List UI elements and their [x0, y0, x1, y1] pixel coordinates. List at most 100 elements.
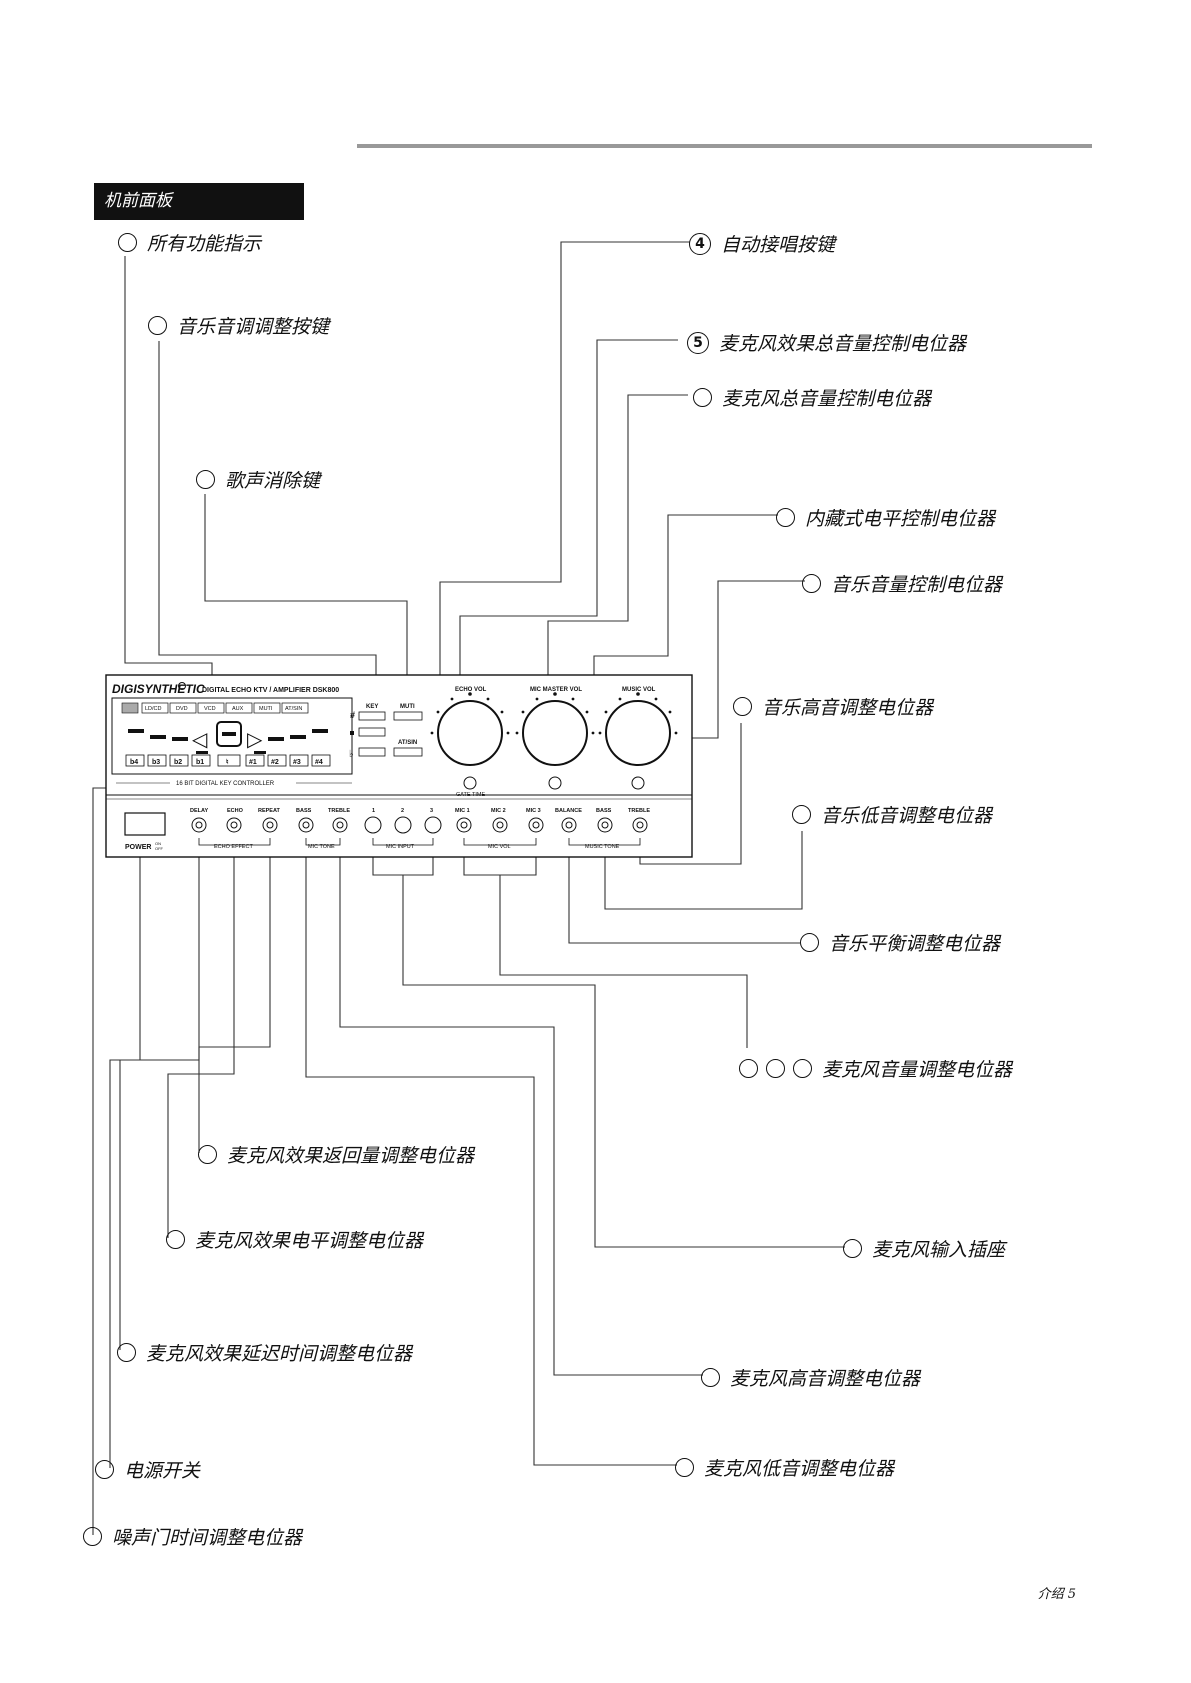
leader-line-key-buttons — [158, 341, 377, 690]
leader-line-music-balance — [568, 835, 800, 944]
callout-music-key-buttons: 音乐音调调整按键 — [148, 312, 329, 339]
section-title: 机前面板 — [94, 183, 304, 220]
knob-scale-dots — [430, 692, 678, 735]
controller-label: 16 BIT DIGITAL KEY CONTROLLER — [176, 781, 275, 787]
knob-label: TREBLE — [628, 808, 650, 814]
callout-marker — [733, 697, 752, 716]
group-label-mic-vol: MIC VOL — [488, 844, 511, 850]
callout-mic-echo-level: 麦克风效果电平调整电位器 — [166, 1226, 423, 1253]
leader-line-auto-sing — [439, 241, 690, 760]
callout-mic-effect-master: 5 麦克风效果总音量控制电位器 — [687, 329, 966, 356]
mic2-vol-knob — [492, 817, 508, 833]
callout-marker — [675, 1458, 694, 1477]
callout-mic-volume: 麦克风音量调整电位器 — [739, 1055, 1012, 1082]
callout-music-treble: 音乐高音调整电位器 — [733, 693, 933, 720]
callout-marker — [117, 1343, 136, 1362]
muti-label: MUTI — [400, 704, 415, 710]
knob-label: BALANCE — [555, 808, 582, 814]
group-label-echo-effect: ECHO EFFECT — [214, 844, 253, 850]
mic-master-vol-knob — [522, 700, 588, 766]
callout-label: 音乐高音调整电位器 — [762, 697, 934, 719]
atsin-label: AT/SIN — [398, 740, 417, 746]
mic-master-vol-label: MIC MASTER VOL — [530, 687, 582, 693]
key-button: b2 — [174, 759, 182, 766]
key-button: #1 — [249, 759, 257, 766]
callout-marker — [83, 1527, 102, 1546]
callout-mic-master-volume: 麦克风总音量控制电位器 — [693, 384, 931, 411]
page-number: 介绍 5 — [1037, 1587, 1076, 1602]
callout-marker — [739, 1059, 758, 1078]
indicator-label: LD/CD — [145, 706, 162, 712]
callout-auto-sing: 4 自动接唱按键 — [689, 230, 835, 257]
callout-marker — [198, 1145, 217, 1164]
callout-mic-bass: 麦克风低音调整电位器 — [675, 1454, 894, 1481]
sharp-symbol: # — [350, 710, 355, 720]
key-button: b3 — [152, 759, 160, 766]
callout-marker — [693, 388, 712, 407]
callout-internal-level: 内藏式电平控制电位器 — [776, 504, 995, 531]
callout-mic-delay: 麦克风效果延迟时间调整电位器 — [117, 1339, 412, 1366]
knob-label: BASS — [596, 808, 612, 814]
group-label-music-tone: MUSIC TONE — [585, 844, 620, 850]
callout-label: 歌声消除键 — [225, 470, 321, 492]
callout-music-bass: 音乐低音调整电位器 — [792, 801, 992, 828]
callout-label: 自动接唱按键 — [721, 234, 836, 256]
callout-label: 音乐低音调整电位器 — [821, 805, 993, 827]
brand-logo: DIGISYNTHETIC — [112, 682, 205, 696]
callout-number: 5 — [687, 331, 709, 354]
leader-line-delay — [119, 835, 200, 1350]
callout-marker — [793, 1059, 812, 1078]
echo-vol-knob — [437, 700, 503, 766]
mic-treble-knob — [332, 817, 348, 833]
leader-line-mic-treble — [339, 835, 703, 1376]
leader-line-mic-bass — [305, 835, 677, 1466]
music-vol-label: MUSIC VOL — [622, 687, 656, 693]
callout-all-function-indicators: 所有功能指示 — [118, 229, 261, 256]
callout-label: 电源开关 — [124, 1460, 201, 1482]
key-button: #4 — [315, 759, 323, 766]
music-trim-knob — [631, 776, 645, 790]
key-level-bars — [128, 729, 328, 754]
callout-label: 所有功能指示 — [147, 233, 262, 255]
key-reset-button — [358, 727, 386, 737]
mic-input-jack-2 — [394, 816, 412, 834]
leader-line-power — [109, 840, 141, 1468]
music-vol-knob — [605, 700, 671, 766]
mic-bass-knob — [298, 817, 314, 833]
mic-input-number: 2 — [401, 808, 404, 814]
group-label-mic-input: MIC INPUT — [386, 844, 415, 850]
callout-marker — [95, 1460, 114, 1479]
power-on-label: ON — [155, 841, 161, 846]
knob-label: BASS — [296, 808, 312, 814]
brand-mark-icon — [178, 682, 186, 690]
callout-label: 麦克风效果电平调整电位器 — [195, 1230, 424, 1252]
indicator-label: AUX — [232, 706, 244, 712]
leader-line-echo-level — [167, 835, 235, 1238]
callout-label: 麦克风输入插座 — [872, 1239, 1006, 1261]
knob-label: DELAY — [190, 808, 208, 814]
callout-label: 麦克风低音调整电位器 — [704, 1458, 895, 1480]
callout-noise-gate: 噪声门时间调整电位器 — [83, 1523, 302, 1550]
callout-marker — [118, 233, 137, 252]
callout-label: 麦克风音量调整电位器 — [822, 1059, 1013, 1081]
callout-marker — [800, 933, 819, 952]
music-treble-knob — [632, 817, 648, 833]
callout-mic-input-jacks: 麦克风输入插座 — [843, 1235, 1005, 1262]
leader-line-mic-master — [547, 394, 688, 735]
indicator-label: VCD — [204, 706, 216, 712]
lower-knobs — [191, 816, 648, 834]
indicator-label: AT/SIN — [285, 706, 302, 712]
callout-number: 4 — [689, 232, 711, 255]
mic-input-number: 3 — [430, 808, 433, 814]
muti-button — [393, 711, 423, 721]
callout-marker-group — [739, 1059, 812, 1078]
callout-marker — [196, 470, 215, 489]
atsin-button — [393, 747, 423, 757]
power-label: POWER — [125, 844, 151, 851]
callout-marker — [792, 805, 811, 824]
leader-line-vocal-cancel — [204, 494, 408, 704]
key-button: b4 — [130, 759, 138, 766]
indicator-label: DVD — [176, 706, 188, 712]
